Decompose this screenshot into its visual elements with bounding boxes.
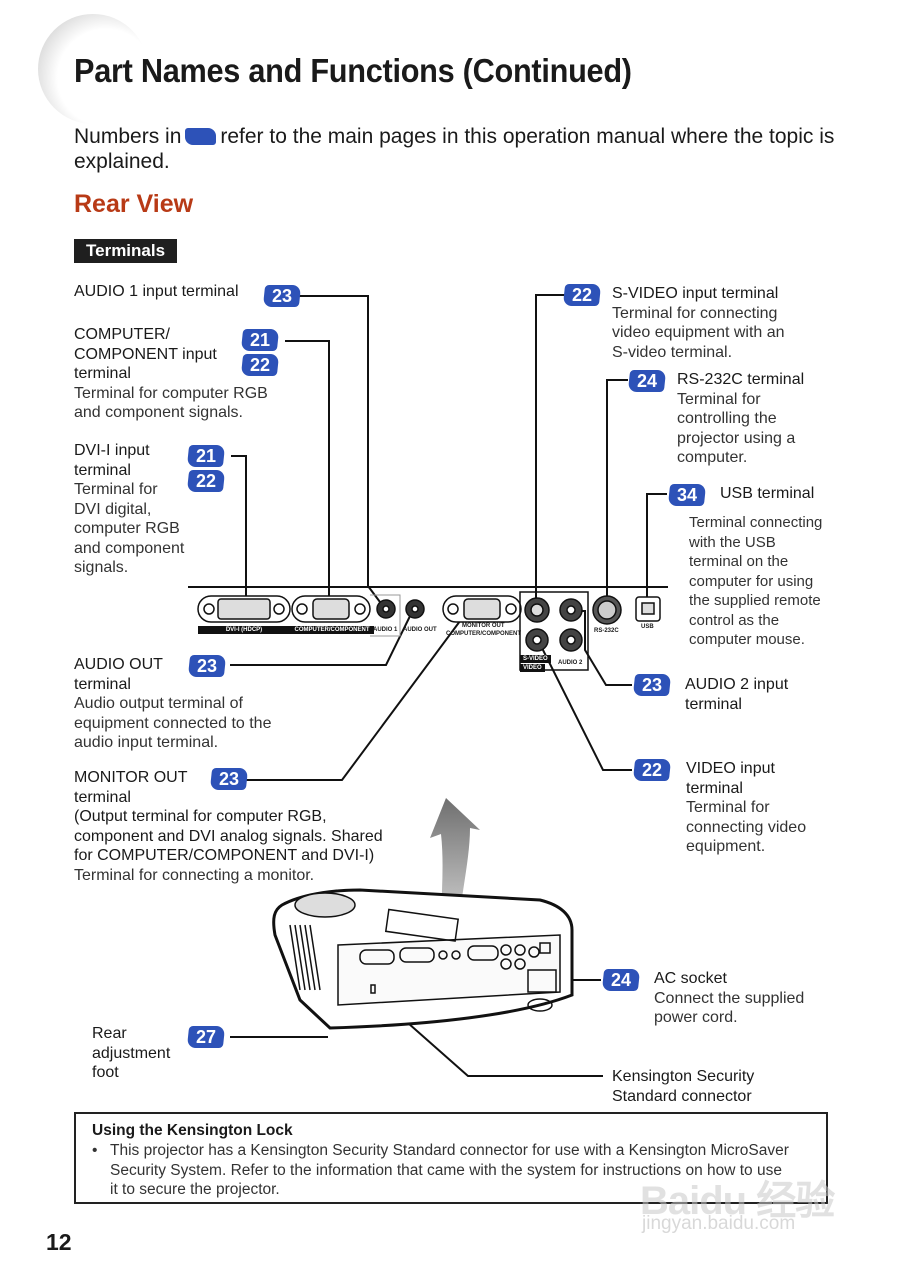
panel-label-audio-out: AUDIO OUT: [403, 627, 437, 633]
audio1-page-badge[interactable]: 23: [262, 285, 302, 307]
leader-computer: [285, 340, 330, 612]
page-ref-chip-icon: [185, 128, 217, 145]
panel-label-svideo: S-VIDEO: [520, 655, 551, 663]
foot-label: Rear adjustment foot: [92, 1025, 171, 1081]
panel-label-video: VIDEO: [520, 664, 545, 672]
svideo-page-badge[interactable]: 22: [562, 284, 602, 306]
leader-usb: [646, 493, 667, 606]
bullet-icon: •: [92, 1142, 98, 1159]
audio-out-label: AUDIO OUT terminal Audio output terminal…: [74, 656, 272, 751]
leader-monitor-out: [246, 616, 464, 781]
ac-socket: [527, 969, 557, 993]
computer-port: [312, 598, 350, 620]
intro-before: Numbers in: [74, 125, 182, 148]
watermark-logo: Baidu 经验: [640, 1179, 835, 1223]
panel-label-audio2: AUDIO 2: [558, 660, 583, 666]
leader-audio-out: [230, 611, 413, 666]
watermark-url: jingyan.baidu.com: [642, 1213, 796, 1234]
intro-after: refer to the main pages in this operatio…: [74, 125, 835, 173]
computer-label: COMPUTER/ COMPONENT input terminal Termi…: [74, 326, 268, 421]
note-title: Using the Kensington Lock: [92, 1122, 293, 1139]
computer-page-badge-1[interactable]: 21: [240, 329, 280, 351]
dvi-screw-left: [203, 603, 215, 615]
panel-label-rs232c: RS-232C: [594, 628, 619, 634]
dvi-port: [217, 598, 271, 620]
audio1-label: AUDIO 1 input terminal: [74, 283, 239, 300]
panel-label-dvi: DVI-I (HDCP): [198, 626, 290, 634]
monitor-out-page-badge[interactable]: 23: [209, 768, 249, 790]
rs232c-page-badge[interactable]: 24: [627, 370, 667, 392]
panel-label-usb: USB: [641, 624, 654, 630]
ac-page-badge[interactable]: 24: [601, 969, 641, 991]
kensington-slot: [370, 984, 376, 994]
decorative-circle: [38, 14, 148, 124]
computer-page-badge-2[interactable]: 22: [240, 354, 280, 376]
video-page-badge[interactable]: 22: [632, 759, 672, 781]
dvi-page-badge-2[interactable]: 22: [186, 470, 226, 492]
dvi-screw-right: [273, 603, 285, 615]
terminals-tag: Terminals: [74, 239, 178, 263]
audio2-label: AUDIO 2 input terminal: [685, 676, 789, 713]
leader-video: [537, 639, 632, 771]
svideo-label: S-VIDEO input terminal Terminal for conn…: [612, 285, 785, 361]
av-group-frame: [519, 591, 589, 671]
page-title: Part Names and Functions (Continued): [74, 52, 632, 89]
rs232c-label: RS-232C terminal Terminal for controllin…: [677, 371, 805, 466]
monitor-out-port: [463, 598, 501, 620]
audio-out-page-badge[interactable]: 23: [187, 655, 227, 677]
leader-rs232c: [606, 379, 628, 610]
audio2-page-badge[interactable]: 23: [632, 674, 672, 696]
dvi-page-badge-1[interactable]: 21: [186, 445, 226, 467]
panel-label-monitor-out-2: COMPUTER/COMPONENT: [446, 631, 521, 637]
panel-label-computer: COMPUTER/COMPONENT: [290, 626, 374, 634]
ac-label: AC socket Connect the supplied power cor…: [654, 970, 805, 1026]
usb-label: USB terminal: [720, 485, 815, 502]
page-number: 12: [46, 1229, 72, 1255]
note-text: This projector has a Kensington Security…: [110, 1142, 789, 1198]
foot-page-badge[interactable]: 27: [186, 1026, 226, 1048]
note-body: • This projector has a Kensington Securi…: [92, 1141, 792, 1200]
section-title: Rear View: [74, 190, 194, 218]
leader-dvi: [231, 455, 247, 610]
panel-label-audio1: AUDIO 1: [373, 627, 398, 633]
leader-audio1: [297, 295, 384, 607]
leader-svideo: [535, 294, 566, 612]
dvi-label: DVI-I input terminal Terminal for DVI di…: [74, 442, 185, 576]
usb-description: Terminal connecting with the USB termina…: [689, 514, 823, 648]
kensington-label: Kensington Security Standard connector: [612, 1068, 755, 1105]
video-label: VIDEO input terminal Terminal for connec…: [686, 760, 807, 855]
panel-label-monitor-out: MONITOR OUT: [462, 623, 505, 629]
kensington-note-box: [74, 1112, 828, 1204]
monitor-out-label: MONITOR OUT terminal (Output terminal fo…: [74, 769, 383, 884]
usb-page-badge[interactable]: 34: [667, 484, 707, 506]
